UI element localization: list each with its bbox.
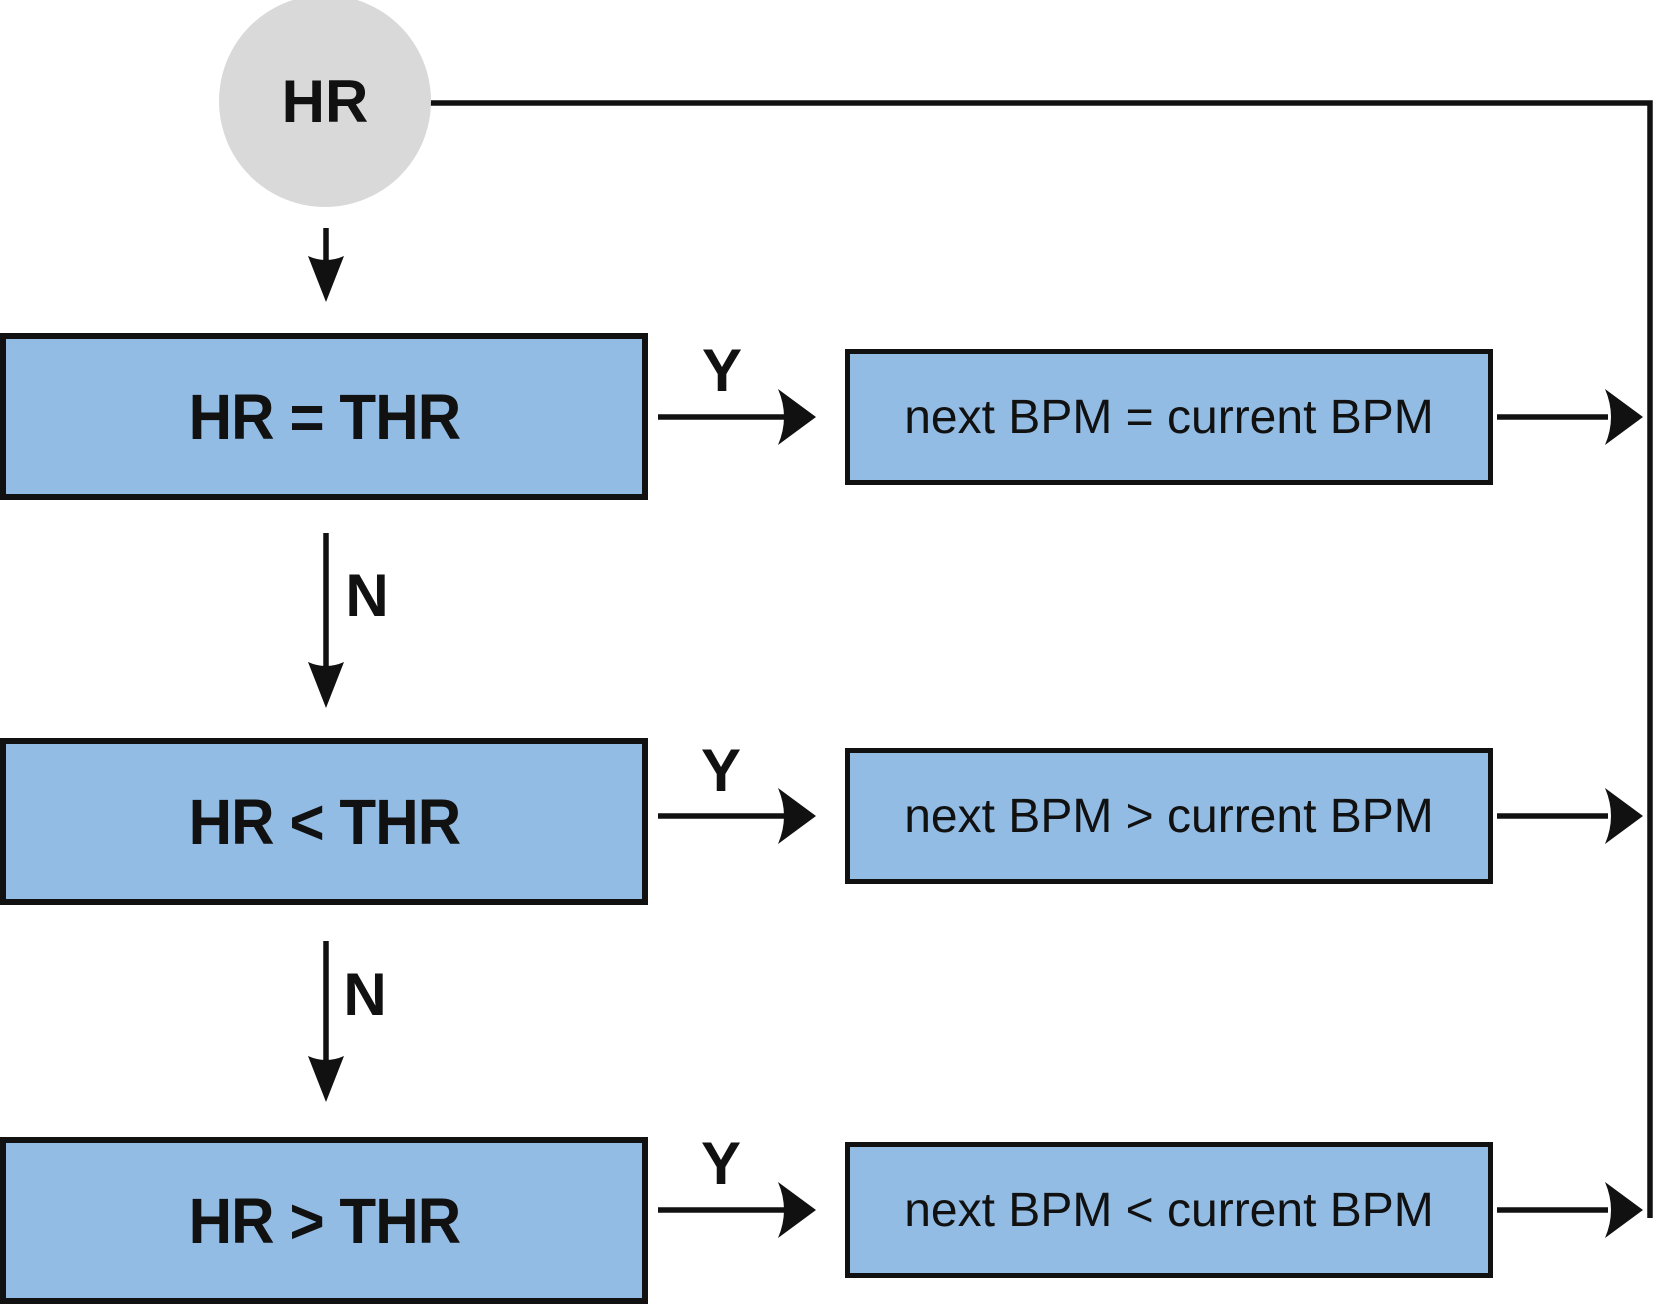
feedback-loop-line xyxy=(428,100,1653,1218)
start-node-label: HR xyxy=(281,67,369,135)
result-box-equal: next BPM = current BPM xyxy=(845,349,1493,485)
start-node: HR xyxy=(219,0,431,207)
yes-arrowhead-2 xyxy=(778,788,816,844)
no-arrowhead-1 xyxy=(308,662,344,708)
yes-label-1: Y xyxy=(701,337,743,404)
result-box-less: next BPM < current BPM xyxy=(845,1142,1493,1278)
return-arrowhead-2 xyxy=(1605,788,1643,844)
no-arrowhead-2 xyxy=(308,1056,344,1102)
no-label-2: N xyxy=(343,961,387,1028)
condition-box-hr-lt-thr: HR < THR xyxy=(0,738,648,905)
result-box-greater: next BPM > current BPM xyxy=(845,748,1493,884)
yes-arrowhead-1 xyxy=(778,389,816,445)
condition-box-hr-eq-thr: HR = THR xyxy=(0,333,648,500)
return-arrowhead-3 xyxy=(1605,1182,1643,1238)
result-label: next BPM < current BPM xyxy=(904,1183,1434,1237)
yes-label-3: Y xyxy=(700,1130,742,1197)
no-label-1: N xyxy=(345,562,389,629)
result-label: next BPM = current BPM xyxy=(904,390,1434,444)
condition-box-hr-gt-thr: HR > THR xyxy=(0,1137,648,1304)
start-arrowhead xyxy=(308,256,344,302)
condition-label: HR = THR xyxy=(188,380,461,453)
condition-label: HR > THR xyxy=(188,1184,461,1257)
return-arrowhead-1 xyxy=(1605,389,1643,445)
condition-label: HR < THR xyxy=(188,785,461,858)
yes-label-2: Y xyxy=(700,737,742,804)
result-label: next BPM > current BPM xyxy=(904,789,1434,843)
yes-arrowhead-3 xyxy=(778,1182,816,1238)
